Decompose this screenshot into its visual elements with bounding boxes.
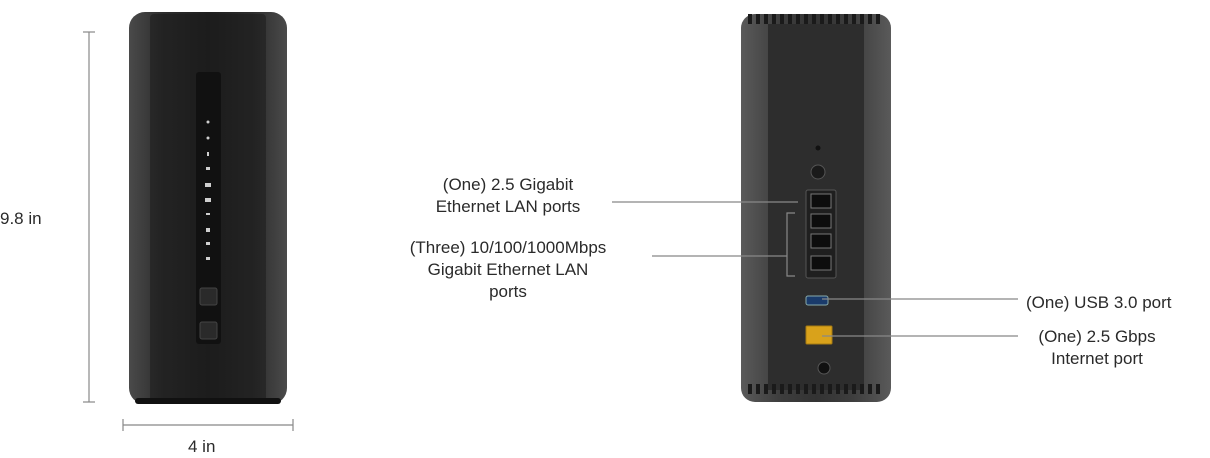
router-front [129, 12, 287, 404]
internet-port-icon [805, 325, 833, 345]
width-label: 4 in [188, 437, 216, 456]
callout-lan-gigabit: (Three) 10/100/1000Mbps Gigabit Ethernet… [409, 238, 607, 301]
status-led-icons [205, 120, 211, 260]
width-dimension [122, 419, 294, 431]
callout-lan-2-5g: (One) 2.5 Gigabit Ethernet LAN ports [435, 175, 581, 216]
router-back [741, 14, 891, 402]
top-vents [748, 14, 880, 24]
usb-port-icon [805, 295, 829, 306]
bottom-vents [748, 384, 880, 394]
height-dimension [83, 31, 95, 403]
led-panel [196, 72, 221, 344]
reset-hole-icon [815, 145, 821, 151]
power-switch-icon [810, 164, 826, 180]
dc-jack-icon [817, 361, 831, 375]
lan-ports [805, 189, 837, 279]
callout-usb: (One) USB 3.0 port [1026, 293, 1172, 312]
callout-internet: (One) 2.5 Gbps Internet port [1038, 327, 1156, 368]
wps-button-icon [199, 287, 218, 306]
height-label: 9.8 in [0, 209, 42, 228]
leader-lines [612, 201, 1018, 337]
power-button-icon [199, 321, 218, 340]
